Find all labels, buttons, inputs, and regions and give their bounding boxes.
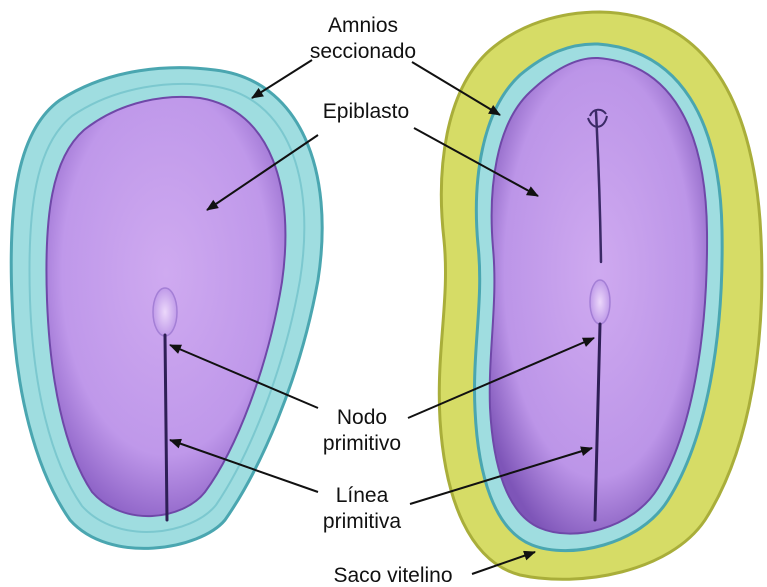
label-linea-line1: Línea <box>336 484 389 507</box>
label-amnios-line2: seccionado <box>310 40 416 63</box>
left-primitive-streak <box>165 335 167 520</box>
label-linea-line2: primitiva <box>323 510 401 533</box>
label-amnios-line1: Amnios <box>328 14 398 37</box>
right-primitive-node <box>590 280 610 324</box>
label-nodo-line2: primitivo <box>323 432 401 455</box>
arrow-amnios-left <box>252 60 312 98</box>
left-primitive-node <box>153 288 177 336</box>
labels: Amnios seccionado Epiblasto Nodo primiti… <box>310 14 453 587</box>
label-epiblasto: Epiblasto <box>323 100 409 123</box>
label-saco: Saco vitelino <box>333 564 452 587</box>
label-nodo-line1: Nodo <box>337 406 387 429</box>
right-embryo <box>439 12 762 579</box>
